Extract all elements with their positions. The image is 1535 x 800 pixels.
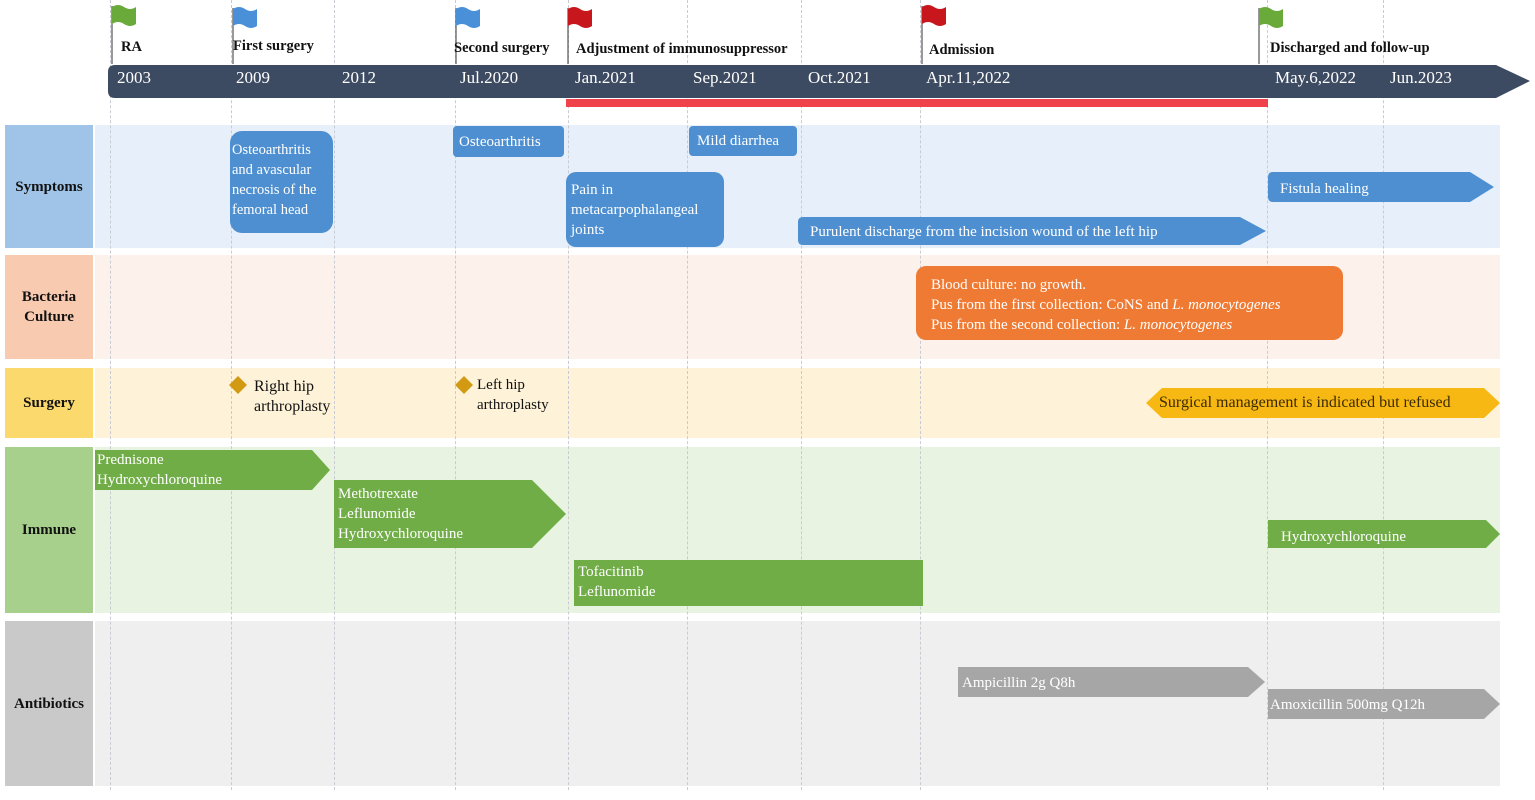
antibiotic-text-amoxicillin: Amoxicillin 500mg Q12h xyxy=(1270,697,1425,713)
event-label-discharged: Discharged and follow-up xyxy=(1270,40,1430,56)
flag-blue-first-surgery xyxy=(232,7,257,64)
immune-arrow-b xyxy=(334,480,566,548)
date-jul2020: Jul.2020 xyxy=(460,68,519,87)
symptom-box-oa: Osteoarthritis xyxy=(453,126,564,157)
immune-arrow-d xyxy=(1268,520,1500,548)
lane-label-symptoms: Symptoms xyxy=(5,125,93,248)
date-jan2021: Jan.2021 xyxy=(575,68,636,87)
date-2003: 2003 xyxy=(117,68,151,87)
diamond-left-hip xyxy=(455,376,473,394)
antibiotic-arrow-ampicillin xyxy=(958,667,1265,697)
diamond-right-hip xyxy=(229,376,247,394)
date-oct2021: Oct.2021 xyxy=(808,68,871,87)
antibiotics-lane-bg xyxy=(95,621,1500,786)
event-label-admission: Admission xyxy=(929,42,995,58)
guide-line-oct2021 xyxy=(801,0,802,790)
immunosuppressor-period-bar xyxy=(566,99,1268,107)
guide-line-apr2022 xyxy=(920,0,921,790)
date-apr2022: Apr.11,2022 xyxy=(926,68,1011,87)
symptom-arrow-discharge xyxy=(798,217,1266,245)
flag-green-ra xyxy=(111,5,136,64)
date-2012: 2012 xyxy=(342,68,376,87)
lane-label-antibiotics: Antibiotics xyxy=(5,621,93,786)
immune-text-d: Hydroxychloroquine xyxy=(1281,529,1406,545)
timeline-bar xyxy=(108,65,1530,98)
flag-red-adjustment xyxy=(567,7,592,64)
lane-label-surgery: Surgery xyxy=(5,368,93,438)
lane-label-immune: Immune xyxy=(5,447,93,613)
flag-green-discharged xyxy=(1258,7,1283,64)
event-label-first-surgery: First surgery xyxy=(233,38,314,54)
guide-line-sep2021 xyxy=(687,0,688,790)
flag-red-admission xyxy=(921,5,946,64)
event-label-adjustment: Adjustment of immunosuppressor xyxy=(576,41,788,57)
immune-arrow-a xyxy=(95,450,330,490)
event-label-ra: RA xyxy=(121,39,142,55)
symptom-arrow-fistula xyxy=(1268,172,1494,202)
symptom-text-discharge: Purulent discharge from the incision wou… xyxy=(810,224,1158,240)
guide-line-2003 xyxy=(110,0,111,790)
date-may2022: May.6,2022 xyxy=(1275,68,1357,87)
bacteria-culture-box xyxy=(916,266,1343,340)
date-2009: 2009 xyxy=(236,68,270,87)
date-jun2023: Jun.2023 xyxy=(1390,68,1452,87)
symptom-text-fistula: Fistula healing xyxy=(1280,181,1369,197)
guide-line-jan2021 xyxy=(568,0,569,790)
event-label-second-surgery: Second surgery xyxy=(454,40,550,56)
immune-bar-c xyxy=(574,560,923,606)
antibiotic-text-ampicillin: Ampicillin 2g Q8h xyxy=(962,675,1076,691)
bacteria-text: Blood culture: no growth. Pus from the f… xyxy=(931,277,1281,333)
antibiotic-arrow-amoxicillin xyxy=(1268,689,1500,719)
guide-line-2009 xyxy=(231,0,232,790)
guide-line-2012 xyxy=(334,0,335,790)
guide-line-jul2020 xyxy=(455,0,456,790)
surgery-text-refused: Surgical management is indicated but ref… xyxy=(1159,394,1451,411)
date-sep2021: Sep.2021 xyxy=(693,68,757,87)
symptom-box-diarrhea: Mild diarrhea xyxy=(689,126,797,156)
surgery-refused-arrow xyxy=(1146,388,1500,418)
flag-blue-second-surgery xyxy=(455,7,480,64)
